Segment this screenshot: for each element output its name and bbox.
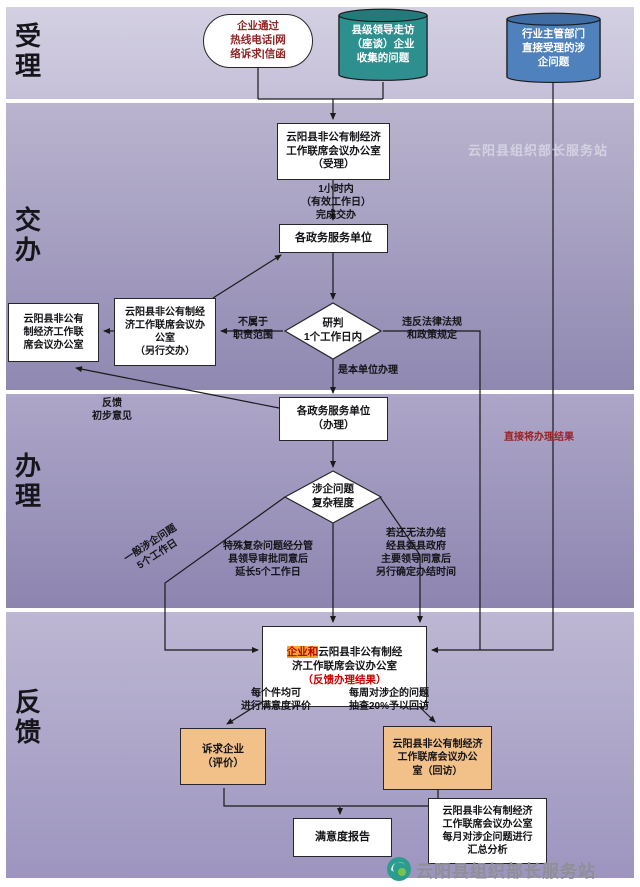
preliminary-feedback-label: 反馈 初步意见 <box>92 398 132 422</box>
industry-dept-cylinder-label: 行业主管部门 直接受理的涉 企问题 <box>522 28 585 69</box>
deadline-note: 1小时内 （有效工作日） 完成交办 <box>301 184 371 221</box>
feedback-result-line: （反馈办理结果） <box>302 673 387 686</box>
appeal-enterprise-node: 诉求企业 （评价） <box>180 728 266 785</box>
watermark-top: 云阳县组织部长服务站 <box>468 143 609 158</box>
feedback-result-prefix: 企业和 <box>286 645 319 658</box>
violation-label: 违反法律法规 和政策规定 <box>402 317 462 341</box>
watermark-bottom: 云阳县组织部长服务站 <box>386 856 596 882</box>
office-accept-node: 云阳县非公有制经济 工作联席会议办公室 （受理） <box>277 123 390 180</box>
county-leader-cylinder-label: 县级领导走访 （座谈）企业 收集的问题 <box>351 24 415 65</box>
cylinder-shape-icon <box>338 8 428 81</box>
judge-diamond-label: 研判 1个工作日内 <box>303 317 363 343</box>
enterprise-channels-node: 企业通过 热线电话|网 络诉求|信函 <box>203 14 313 68</box>
complexity-diamond-label: 涉企问题 复杂程度 <box>312 483 354 509</box>
not-in-scope-label: 不属于 职责范围 <box>233 317 273 341</box>
industry-dept-cylinder-node: 行业主管部门 直接受理的涉 企问题 <box>506 12 601 84</box>
office-reassign-node: 云阳县非公有制经 济工作联席会议办 公室 （另行交办） <box>114 298 216 366</box>
evaluate-note: 每个件均可 进行满意度评价 <box>241 688 311 712</box>
own-unit-label: 是本单位办理 <box>338 365 398 376</box>
office-left-node: 云阳县非公有 制经济工作联 席会议办公室 <box>8 303 99 362</box>
direct-result-label: 直接将办理结果 <box>504 432 574 443</box>
extended-issue-label: 若还无法办结 经县委县政府 主要领导同意后 另行确定办结时间 <box>376 528 456 578</box>
revisit-note: 每周对涉企的问题 抽查20%予以回访 <box>348 688 429 712</box>
feedback-result-middle: 云阳县非公有制经 济工作联席会议办公室 <box>292 645 403 672</box>
cylinder-shape-icon <box>506 12 601 83</box>
special-issue-label: 特殊复杂问题经分管 县领导审批同意后 延长5个工作日 <box>223 541 313 578</box>
band-label-assign: 交办 <box>14 205 41 265</box>
satisfaction-report-node: 满意度报告 <box>293 818 392 857</box>
monthly-summary-node: 云阳县非公有制经济 工作联席会议办公室 每月对涉企问题进行 汇总分析 <box>428 798 547 864</box>
service-units-handle-node: 各政务服务单位 （办理） <box>279 397 388 441</box>
watermark-logo-icon <box>387 857 411 881</box>
service-units-node: 各政务服务单位 <box>279 224 388 253</box>
band-label-accept: 受理 <box>14 21 41 81</box>
band-label-feedback: 反馈 <box>14 687 41 747</box>
band-label-handle: 办理 <box>14 451 41 511</box>
county-leader-cylinder-node: 县级领导走访 （座谈）企业 收集的问题 <box>338 8 428 82</box>
watermark-text: 云阳县组织部长服务站 <box>416 861 596 881</box>
office-revisit-node: 云阳县非公有制经济 工作联席会议办公 室（回访） <box>383 726 492 790</box>
